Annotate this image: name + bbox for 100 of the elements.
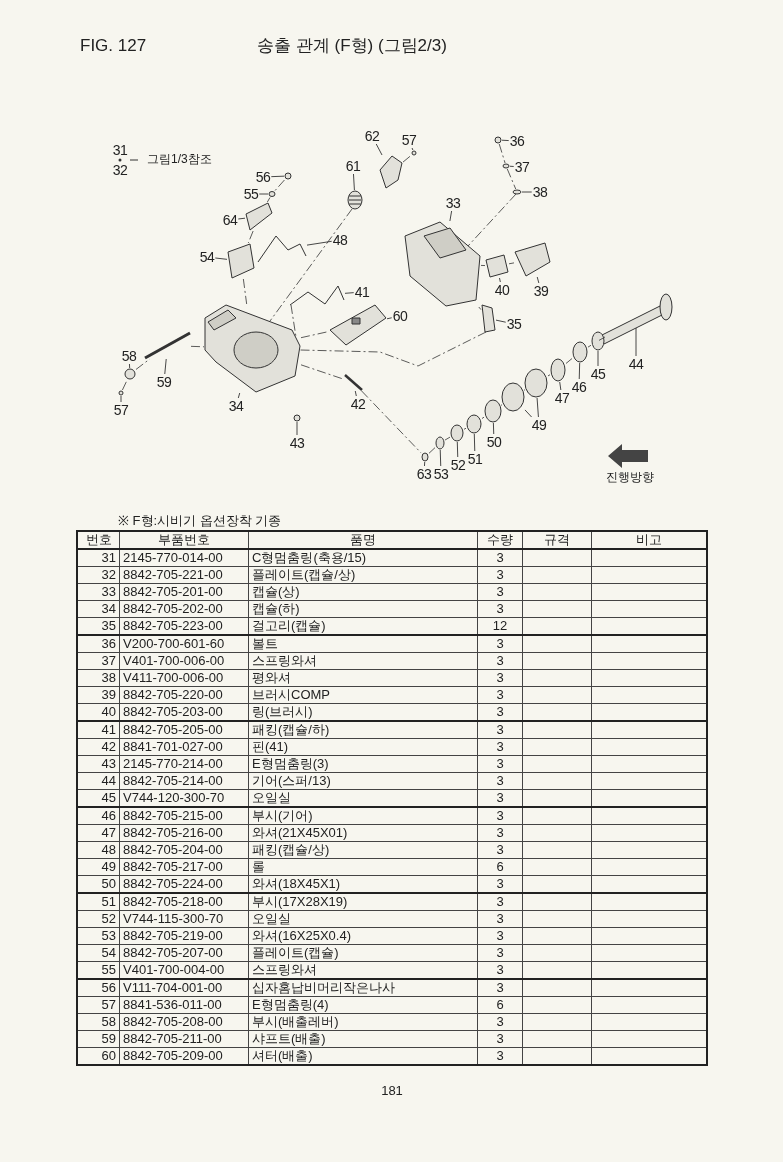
- leader-line: [578, 362, 581, 380]
- table-note: ※ F형:시비기 옵션장착 기종: [118, 514, 282, 527]
- leader-line: [237, 217, 246, 220]
- callout-number: 61: [345, 159, 361, 173]
- row-number: 48: [77, 841, 120, 859]
- quantity: 6: [477, 858, 523, 876]
- part-drawing: [550, 358, 566, 382]
- callout-number: 38: [532, 185, 548, 199]
- diagram-title: 송출 관계 (F형) (그림2/3): [257, 36, 447, 54]
- assembly-line: [361, 390, 422, 454]
- part-number: 8842-705-204-00: [119, 841, 249, 859]
- assembly-line: [242, 278, 248, 305]
- callout-number: 42: [350, 397, 366, 411]
- part-number: 8842-705-218-00: [119, 893, 249, 911]
- row-number: 46: [77, 807, 120, 825]
- assembly-line: [299, 331, 487, 367]
- part-name: 평와셔: [248, 669, 478, 687]
- part-name: 스프링와셔: [248, 652, 478, 670]
- part-number: V200-700-601-60: [119, 635, 249, 653]
- assembly-line: [428, 447, 436, 454]
- part-drawing: [284, 172, 292, 180]
- quantity: 3: [477, 979, 523, 997]
- assembly-line: [269, 208, 353, 322]
- part-number: 8842-705-215-00: [119, 807, 249, 825]
- leader-line: [120, 395, 122, 403]
- callout-number: 41: [354, 285, 370, 299]
- quantity: 3: [477, 635, 523, 653]
- part-name: 부시(배출레버): [248, 1013, 478, 1031]
- quantity: 3: [477, 738, 523, 756]
- part-drawing: [512, 189, 522, 195]
- part-drawing: [204, 304, 301, 393]
- part-drawing: [485, 254, 509, 278]
- part-drawing: [591, 331, 605, 351]
- callout-number: 59: [156, 375, 172, 389]
- assembly-line: [190, 345, 205, 348]
- leader-line: [270, 175, 285, 178]
- row-number: 42: [77, 738, 120, 756]
- assembly-line: [480, 265, 486, 266]
- row-number: 51: [77, 893, 120, 911]
- part-drawing: [572, 341, 588, 363]
- callout-number: 45: [590, 367, 606, 381]
- callout-number: 52: [450, 458, 466, 472]
- quantity: 3: [477, 652, 523, 670]
- assembly-line: [444, 436, 451, 441]
- row-number: 33: [77, 583, 120, 601]
- row-number: 36: [77, 635, 120, 653]
- row-number: 32: [77, 566, 120, 584]
- assembly-line: [122, 379, 128, 391]
- callout-number: 44: [628, 357, 644, 371]
- callout-number: 37: [514, 160, 530, 174]
- quantity: 3: [477, 841, 523, 859]
- callout-number: 56: [255, 170, 271, 184]
- part-drawing: [293, 414, 301, 422]
- part-drawing: [421, 452, 429, 462]
- assembly-line: [587, 344, 592, 348]
- part-drawing: [484, 399, 502, 423]
- part-number: 8841-701-027-00: [119, 738, 249, 756]
- part-drawing: [144, 331, 191, 360]
- assembly-line: [467, 193, 517, 247]
- part-drawing: [502, 163, 510, 169]
- callout-number: 40: [494, 283, 510, 297]
- part-name: 샤프트(배출): [248, 1030, 478, 1048]
- quantity: 3: [477, 807, 523, 825]
- leader-line: [536, 276, 540, 284]
- row-number: 39: [77, 686, 120, 704]
- part-name: 와셔(21X45X01): [248, 824, 478, 842]
- quantity: 3: [477, 944, 523, 962]
- quantity: 3: [477, 549, 523, 567]
- part-number: 8842-705-201-00: [119, 583, 249, 601]
- assembly-line: [565, 358, 573, 364]
- callout-number: 53: [433, 467, 449, 481]
- leader-line: [524, 409, 533, 418]
- leader-line: [344, 292, 355, 294]
- quantity: 3: [477, 893, 523, 911]
- part-number: 8842-705-208-00: [119, 1013, 249, 1031]
- assembly-line: [274, 179, 285, 191]
- part-number: 8842-705-219-00: [119, 927, 249, 945]
- callout-number: 62: [364, 129, 380, 143]
- part-drawing: [118, 390, 124, 396]
- direction-label: 진행방향: [606, 471, 654, 483]
- part-name: 볼트: [248, 635, 478, 653]
- leader-line: [635, 327, 637, 357]
- quantity: 6: [477, 996, 523, 1014]
- leader-line: [129, 363, 131, 369]
- callout-number: 58: [121, 349, 137, 363]
- leader-line: [375, 143, 383, 156]
- leader-line: [354, 390, 357, 397]
- part-number: 2145-770-214-00: [119, 755, 249, 773]
- part-number: 8842-705-220-00: [119, 686, 249, 704]
- row-number: 38: [77, 669, 120, 687]
- part-drawing: [245, 202, 273, 231]
- part-number: 8842-705-217-00: [119, 858, 249, 876]
- callout-number: 33: [445, 196, 461, 210]
- assembly-line: [498, 143, 506, 164]
- row-number: 53: [77, 927, 120, 945]
- part-drawing: [329, 304, 387, 346]
- quantity: 3: [477, 721, 523, 739]
- part-drawing: [347, 190, 363, 210]
- assembly-line: [506, 168, 517, 190]
- part-name: 오일실: [248, 910, 478, 928]
